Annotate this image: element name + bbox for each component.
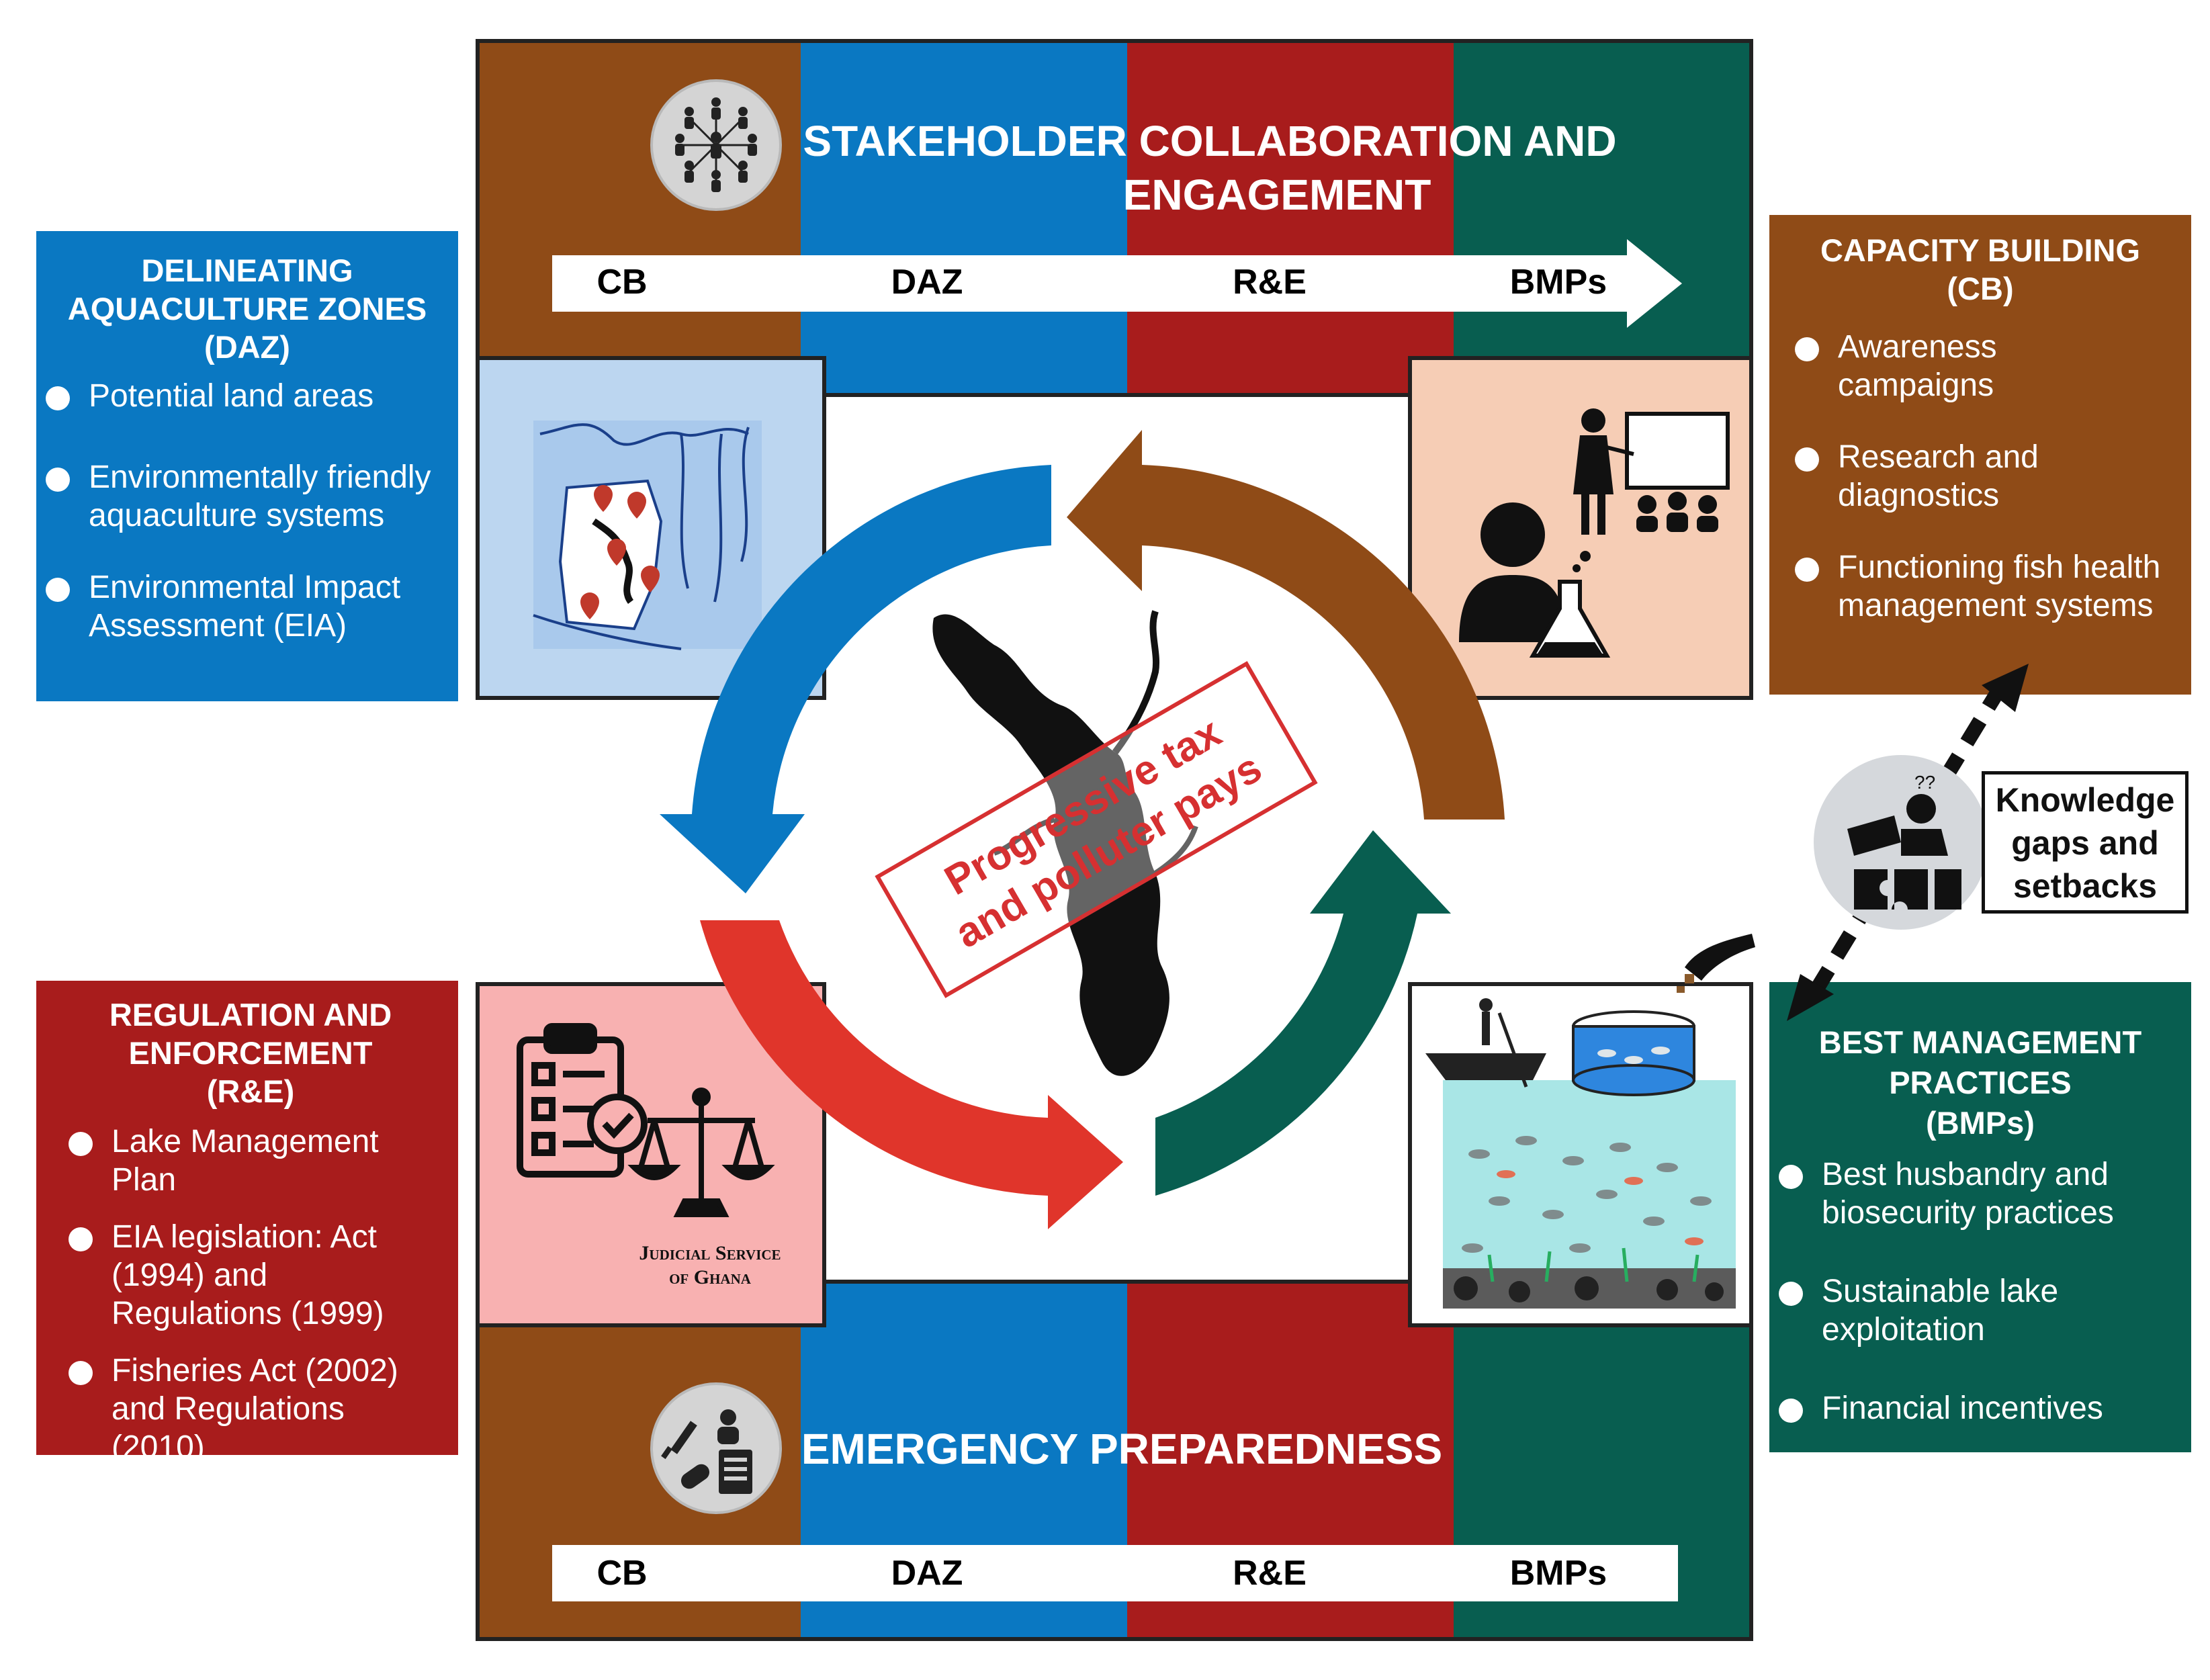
re-title-line1: REGULATION AND xyxy=(109,997,392,1032)
daz-box: DELINEATING AQUACULTURE ZONES (DAZ) Pote… xyxy=(36,231,458,701)
bmp-title-line3: (BMPs) xyxy=(1926,1105,2035,1141)
cb-box-title: CAPACITY BUILDING (CB) xyxy=(1783,231,2178,308)
checklist-icon xyxy=(517,1023,648,1178)
top-banner-title-line1: STAKEHOLDER COLLABORATION AND xyxy=(803,117,1617,165)
judicial-service-label: Judicial Service of Ghana xyxy=(613,1241,807,1290)
cb-cycle-arrow xyxy=(1067,430,1505,820)
bmp-box-title: BEST MANAGEMENT PRACTICES (BMPs) xyxy=(1783,1022,2178,1143)
daz-cycle-arrow xyxy=(660,465,1051,893)
list-item: Research and diagnostics xyxy=(1789,438,2107,515)
list-item: Lake Management Plan xyxy=(63,1122,438,1199)
top-label-bmps: BMPs xyxy=(1509,263,1607,302)
svg-text:??: ?? xyxy=(1914,772,1935,793)
aquaculture-panel xyxy=(1408,982,1753,1327)
knowledge-line1: Knowledge xyxy=(1995,781,2175,819)
judicial-panel: Judicial Service of Ghana xyxy=(476,982,826,1327)
cb-box: CAPACITY BUILDING (CB) Awareness campaig… xyxy=(1769,215,2191,695)
top-band-daz xyxy=(801,43,1127,393)
list-item: Environmentally friendly aquaculture sys… xyxy=(40,458,445,535)
list-item: Sustainable lake exploitation xyxy=(1773,1272,2131,1349)
list-item: Environmental Impact Assessment (EIA) xyxy=(40,568,445,645)
judicial-line1: Judicial Service xyxy=(639,1242,781,1264)
daz-title-line2: AQUACULTURE ZONES xyxy=(67,291,427,326)
judicial-line2: of Ghana xyxy=(669,1266,751,1288)
daz-title-line3: (DAZ) xyxy=(204,329,290,365)
re-box-title: REGULATION AND ENFORCEMENT (R&E) xyxy=(63,996,438,1110)
bottom-label-daz: DAZ xyxy=(891,1554,963,1593)
list-item: Functioning fish health management syste… xyxy=(1789,548,2178,625)
re-title-line3: (R&E) xyxy=(206,1073,295,1109)
top-banner-title: STAKEHOLDER COLLABORATION AND ENGAGEMENT xyxy=(797,114,1623,222)
bmp-title-line1: BEST MANAGEMENT xyxy=(1818,1024,2142,1060)
list-item: Financial incentives xyxy=(1773,1389,2178,1427)
list-item: Awareness campaigns xyxy=(1789,328,2093,404)
bottom-label-cb: CB xyxy=(596,1554,648,1593)
cb-title-line2: (CB) xyxy=(1947,271,2014,306)
top-banner xyxy=(476,39,1753,397)
knowledge-line2: gaps and xyxy=(2011,824,2159,862)
cycle-arrows xyxy=(660,430,1505,1229)
bottom-label-bmps: BMPs xyxy=(1509,1554,1607,1593)
feeding-hand-icon xyxy=(1677,934,1755,993)
cb-title-line1: CAPACITY BUILDING xyxy=(1820,232,2141,268)
stakeholder-network-icon xyxy=(650,79,782,211)
medical-emergency-icon xyxy=(650,1382,782,1514)
list-item: Potential land areas xyxy=(40,377,445,415)
re-list: Lake Management Plan EIA legislation: Ac… xyxy=(63,1122,438,1466)
knowledge-line3: setbacks xyxy=(2013,867,2158,905)
boat-icon xyxy=(1425,998,1546,1088)
lake-volta-silhouette xyxy=(932,610,1198,1076)
top-banner-title-line2: ENGAGEMENT xyxy=(1122,171,1431,219)
re-title-line2: ENFORCEMENT xyxy=(128,1035,373,1071)
daz-list: Potential land areas Environmentally fri… xyxy=(40,377,445,645)
top-label-daz: DAZ xyxy=(891,263,963,302)
top-label-cb: CB xyxy=(596,263,648,302)
bmp-title-line2: PRACTICES xyxy=(1889,1065,2072,1100)
list-item: Best husbandry and biosecurity practices xyxy=(1773,1155,2178,1232)
bmp-cycle-arrow xyxy=(1155,830,1451,1196)
cb-list: Awareness campaigns Research and diagnos… xyxy=(1789,328,2178,625)
bmp-box: BEST MANAGEMENT PRACTICES (BMPs) Best hu… xyxy=(1769,982,2191,1452)
capacity-image-panel xyxy=(1408,356,1753,700)
scales-of-justice-icon xyxy=(627,1088,775,1217)
bottom-label-re: R&E xyxy=(1233,1554,1307,1593)
list-item: EIA legislation: Act (1994) and Regulati… xyxy=(63,1218,438,1333)
bottom-label-bar xyxy=(552,1545,1678,1601)
top-arrow-bar xyxy=(552,239,1682,328)
daz-box-title: DELINEATING AQUACULTURE ZONES (DAZ) xyxy=(50,251,445,366)
re-cycle-arrow xyxy=(700,920,1123,1229)
fish-tank-icon xyxy=(1572,1010,1695,1096)
top-band-re xyxy=(1127,43,1454,393)
daz-title-line1: DELINEATING xyxy=(141,253,353,288)
top-band-bmp xyxy=(1454,43,1749,393)
bmp-list: Best husbandry and biosecurity practices… xyxy=(1773,1155,2178,1427)
knowledge-puzzle-icon: ?? xyxy=(1814,755,1988,930)
list-item: Fisheries Act (2002) and Regulations (20… xyxy=(63,1352,438,1466)
re-box: REGULATION AND ENFORCEMENT (R&E) Lake Ma… xyxy=(36,981,458,1465)
top-label-re: R&E xyxy=(1233,263,1307,302)
bottom-banner-title: EMERGENCY PREPAREDNESS xyxy=(801,1425,1443,1473)
knowledge-gaps-label: Knowledge gaps and setbacks xyxy=(1982,771,2189,914)
